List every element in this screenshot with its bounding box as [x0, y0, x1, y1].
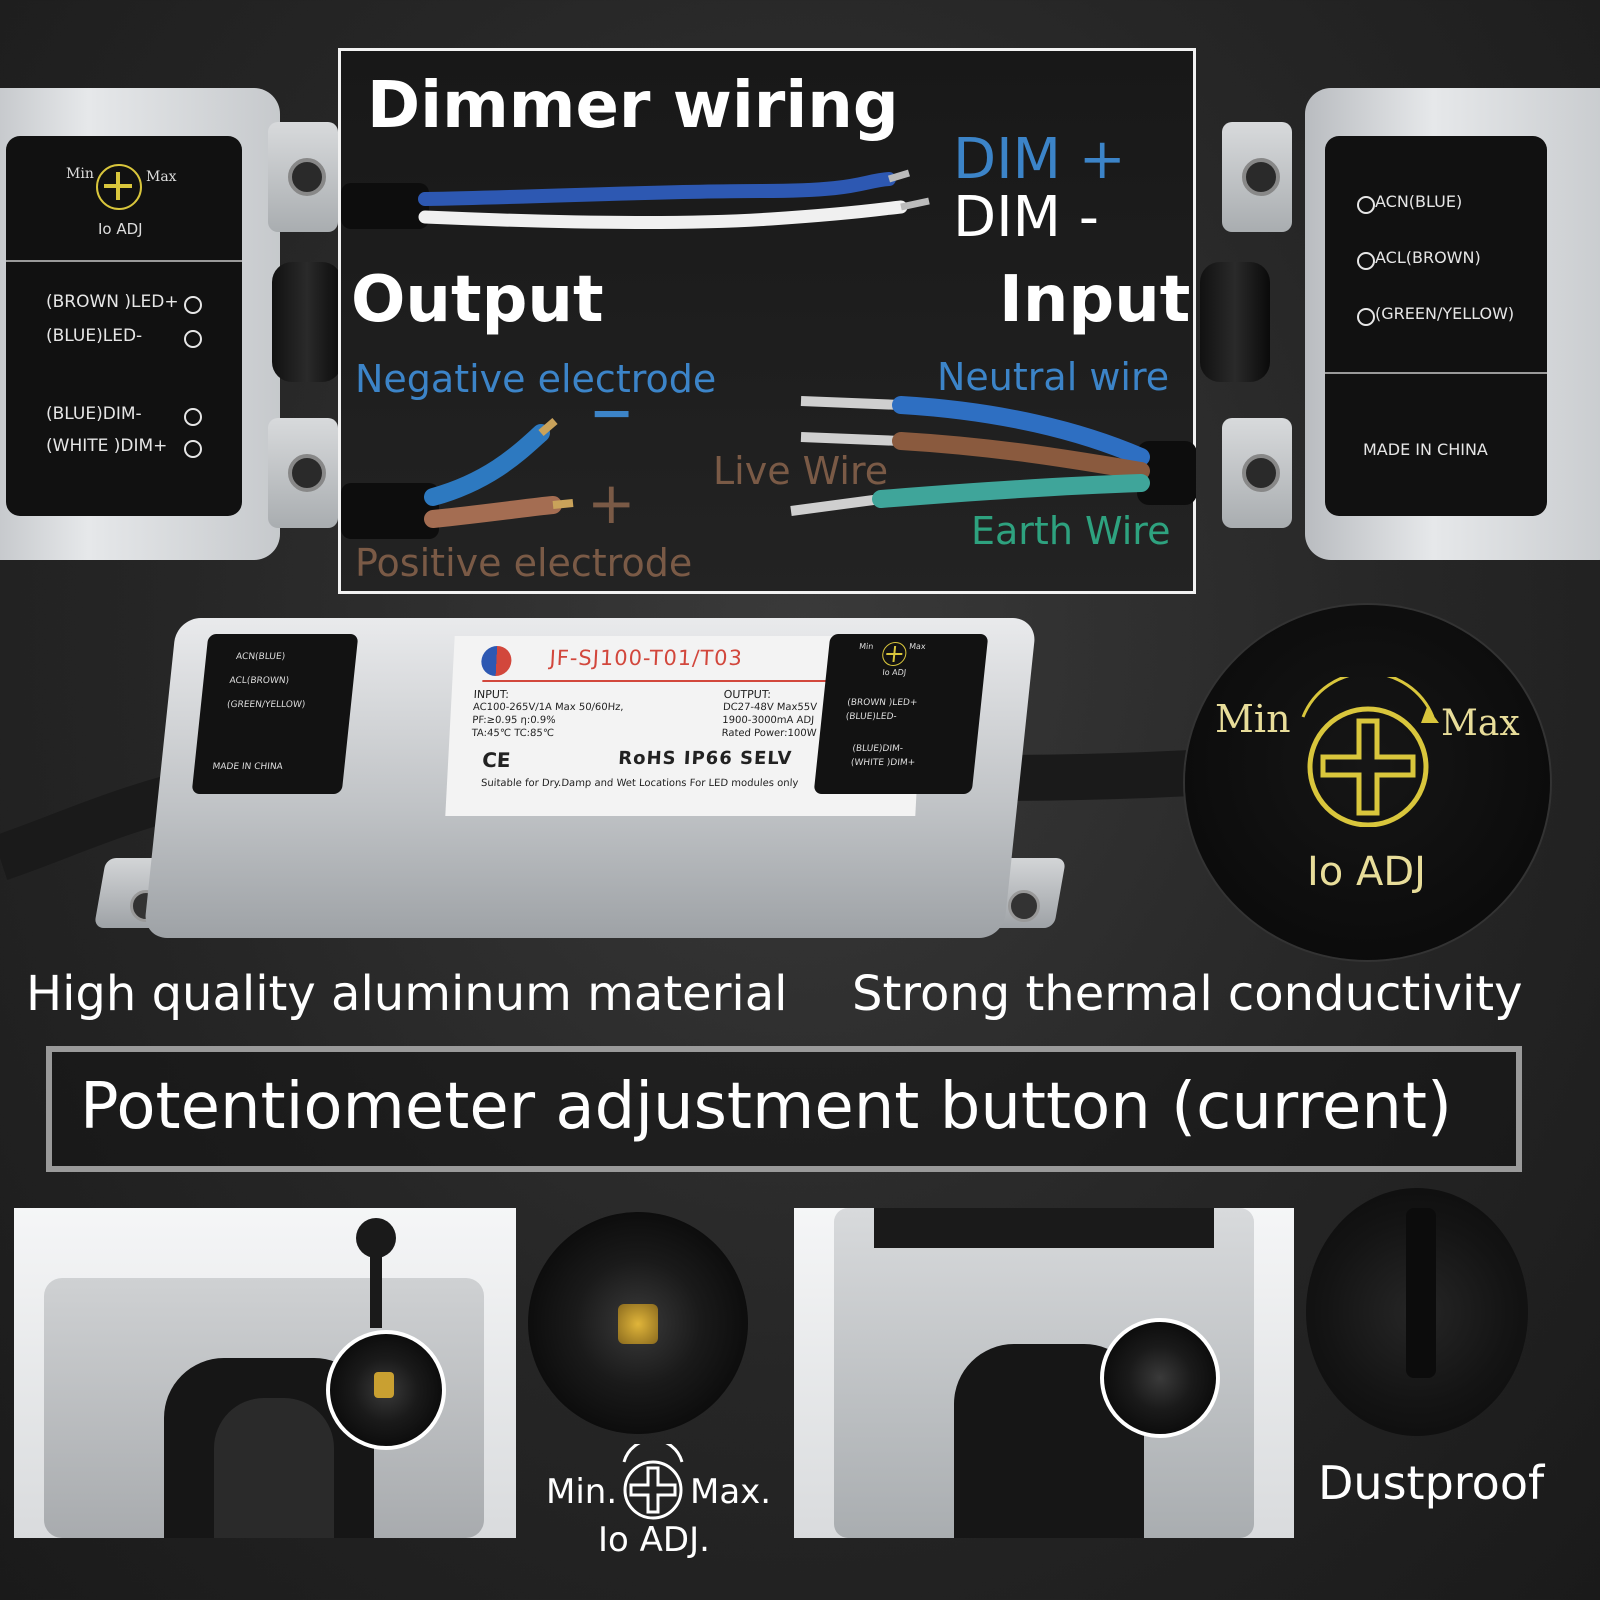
ce-mark: CE [481, 748, 512, 772]
output-spec-3: Rated Power:100W [721, 728, 817, 739]
panel-min-label: Min [66, 166, 94, 182]
right-cable-image [990, 749, 1210, 801]
output-spec-1: DC27-48V Max55V [722, 702, 818, 713]
potentiometer-icon [96, 164, 142, 210]
dim-plus-label: (WHITE )DIM+ [46, 436, 168, 456]
made-in-label: MADE IN CHINA [1363, 440, 1488, 459]
model-number: JF-SJ100-T01/T03 [548, 646, 744, 670]
cable-gland [1200, 262, 1270, 382]
zoom-adj-label: Io ADJ [1307, 849, 1426, 895]
product-dim-plus-label: (WHITE )DIM+ [850, 758, 916, 768]
acl-label: ACL(BROWN) [1375, 248, 1481, 267]
aluminum-caption: High quality aluminum material [26, 966, 788, 1022]
cable-gland [272, 262, 342, 382]
panel-max-label: Max [146, 169, 177, 185]
acn-label: ACN(BLUE) [1375, 192, 1463, 211]
product-max-label: Max [908, 642, 927, 651]
positive-electrode-label: Positive electrode [355, 541, 693, 585]
left-housing-photo: Min Max Io ADJ (BROWN )LED+ (BLUE)LED- (… [0, 88, 280, 560]
product-output-panel: Min Max Io ADJ (BROWN )LED+ (BLUE)LED- (… [813, 634, 989, 794]
panel-divider [6, 260, 242, 262]
min-caption: Min. [546, 1472, 618, 1512]
product-led-plus-label: (BROWN )LED+ [846, 698, 918, 708]
ground-icon [1357, 308, 1375, 326]
potentiometer-zoom-circle: Min Max Io ADJ [1185, 605, 1550, 960]
right-input-panel: ACN(BLUE) ACL(BROWN) (GREEN/YELLOW) MADE… [1325, 136, 1547, 516]
dim-plus-label: DIM + [953, 127, 1126, 192]
dim-minus-label: (BLUE)DIM- [46, 404, 142, 424]
product-dim-minus-label: (BLUE)DIM- [851, 744, 904, 754]
thermal-caption: Strong thermal conductivity [852, 966, 1523, 1022]
dim-wires-image [341, 169, 930, 230]
input-spec-2: PF:≥0.95 η:0.9% [472, 715, 556, 726]
dustproof-cap-zoom [1306, 1188, 1528, 1436]
zoom-min-label: Min [1215, 697, 1291, 741]
minus-sign: − [589, 381, 635, 444]
input-title: Input [999, 263, 1191, 337]
right-housing-photo: ACN(BLUE) ACL(BROWN) (GREEN/YELLOW) MADE… [1305, 88, 1600, 560]
negative-electrode-label: Negative electrode [355, 357, 717, 401]
mount-ear [1222, 418, 1292, 528]
led-minus-label: (BLUE)LED- [46, 326, 143, 346]
led-plus-label: (BROWN )LED+ [46, 292, 179, 312]
input-wires-image [790, 396, 1196, 516]
max-caption: Max. [690, 1472, 772, 1512]
product-ground-label: (GREEN/YELLOW) [226, 700, 306, 710]
dustproof-caption: Dustproof [1318, 1456, 1545, 1510]
potentiometer-icon [1301, 677, 1439, 827]
zoom-max-label: Max [1441, 703, 1520, 744]
potentiometer-icon [622, 1444, 684, 1520]
potentiometer-caption-box: Potentiometer adjustment button (current… [46, 1046, 1522, 1172]
dimmer-wiring-box: Dimmer wiring DIM + DIM - Output Input N… [338, 48, 1196, 594]
potentiometer-caption: Potentiometer adjustment button (current… [80, 1070, 1452, 1144]
panel-adj-label: Io ADJ [98, 220, 143, 238]
product-acn-label: ACN(BLUE) [235, 652, 286, 662]
brand-logo-icon [480, 646, 513, 676]
led-driver-product-photo: ACN(BLUE) ACL(BROWN) (GREEN/YELLOW) MADE… [0, 618, 1210, 958]
certifications: RoHS IP66 SELV [617, 748, 793, 769]
terminal-icon [1357, 196, 1375, 214]
terminal-icon [184, 440, 202, 458]
terminal-icon [184, 408, 202, 426]
output-wires-image [341, 417, 574, 539]
neutral-wire-label: Neutral wire [937, 355, 1170, 399]
left-output-panel: Min Max Io ADJ (BROWN )LED+ (BLUE)LED- (… [6, 136, 242, 516]
live-wire-label: Live Wire [713, 449, 889, 493]
terminal-icon [1357, 252, 1375, 270]
dimmer-wiring-title: Dimmer wiring [367, 69, 899, 143]
input-spec-1: AC100-265V/1A Max 50/60Hz, [472, 702, 624, 713]
dim-minus-label: DIM - [953, 185, 1099, 250]
input-heading: INPUT: [473, 688, 510, 701]
mount-ear [268, 418, 338, 528]
suitable-note: Suitable for Dry.Damp and Wet Locations … [480, 778, 799, 789]
earth-wire-label: Earth Wire [971, 509, 1171, 553]
output-title: Output [351, 263, 604, 337]
product-led-minus-label: (BLUE)LED- [845, 712, 898, 722]
output-heading: OUTPUT: [723, 688, 772, 701]
adj-caption: Io ADJ. [598, 1520, 710, 1560]
panel-divider [1325, 372, 1547, 374]
ground-label: (GREEN/YELLOW) [1375, 304, 1515, 323]
input-spec-3: TA:45℃ TC:85℃ [471, 728, 555, 739]
product-min-label: Min [858, 642, 874, 651]
potentiometer-icon [881, 642, 908, 666]
product-acl-label: ACL(BROWN) [228, 676, 290, 686]
mount-hole [1008, 890, 1040, 922]
terminal-icon [184, 296, 202, 314]
product-made-label: MADE IN CHINA [211, 762, 284, 772]
terminal-icon [184, 330, 202, 348]
adjust-port-zoom [528, 1212, 748, 1434]
mount-ear [268, 122, 338, 232]
mount-ear [1222, 122, 1292, 232]
product-input-panel: ACN(BLUE) ACL(BROWN) (GREEN/YELLOW) MADE… [191, 634, 359, 794]
product-adj-label: Io ADJ [881, 668, 907, 677]
plus-sign: + [587, 469, 636, 537]
output-spec-2: 1900-3000mA ADJ [722, 715, 815, 726]
port-zoom-marker [326, 1330, 446, 1450]
cap-zoom-marker [1100, 1318, 1220, 1438]
